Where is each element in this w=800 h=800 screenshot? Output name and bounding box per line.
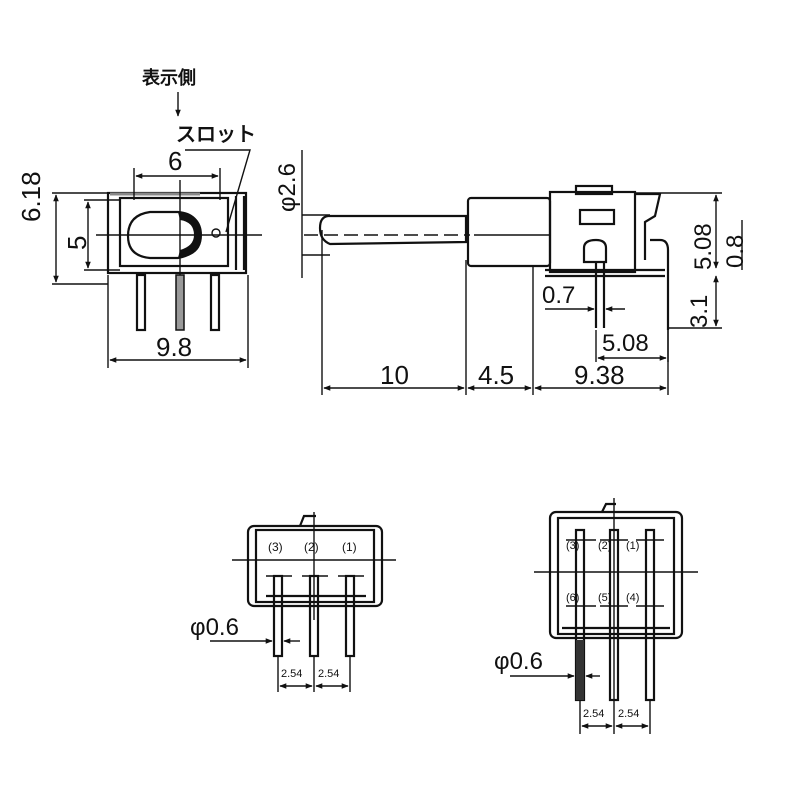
pitch-single-2: 2.54	[318, 668, 340, 680]
dim-height-outer: 6.18	[16, 171, 46, 222]
dim-width-bottom: 9.8	[156, 332, 193, 362]
dim-lever-length: 10	[380, 360, 409, 390]
pin-label-3: (3)	[268, 540, 283, 554]
dim-body-height: 5.08	[690, 223, 717, 270]
bottom-view-single	[210, 512, 396, 692]
pin-label-1-top: (1)	[626, 540, 640, 552]
pitch-double-1: 2.54	[583, 708, 605, 720]
dim-body-length: 9.38	[574, 360, 625, 390]
pitch-double-2: 2.54	[618, 708, 640, 720]
bottom-view-double	[510, 498, 698, 734]
side-view	[301, 150, 743, 395]
pin-diameter-double: φ0.6	[494, 648, 543, 675]
display-side-label: 表示側	[142, 68, 196, 88]
pin-label-5-bottom: (5)	[598, 592, 612, 604]
pitch-single-1: 2.54	[281, 668, 303, 680]
dim-terminal-pitch: 5.08	[602, 330, 649, 357]
front-view	[52, 92, 262, 368]
pin-diameter-single: φ0.6	[190, 614, 239, 641]
dim-terminal-height: 3.1	[686, 294, 713, 328]
dim-lever-diameter: φ2.6	[274, 163, 301, 212]
pin-label-2: (2)	[304, 540, 319, 554]
dim-bushing-length: 4.5	[478, 360, 515, 390]
pin-label-2-top: (2)	[598, 540, 612, 552]
slot-label: スロット	[176, 124, 256, 146]
pin-label-1: (1)	[342, 540, 357, 554]
pin-label-6-bottom: (6)	[566, 592, 580, 604]
pin-label-4-bottom: (4)	[626, 592, 640, 604]
dim-terminal-width: 0.7	[542, 282, 576, 309]
dim-terminal-offset: 0.8	[722, 234, 749, 268]
dim-height-inner: 5	[62, 235, 92, 250]
pin-label-3-top: (3)	[566, 540, 580, 552]
dim-width-top: 6	[168, 146, 183, 176]
